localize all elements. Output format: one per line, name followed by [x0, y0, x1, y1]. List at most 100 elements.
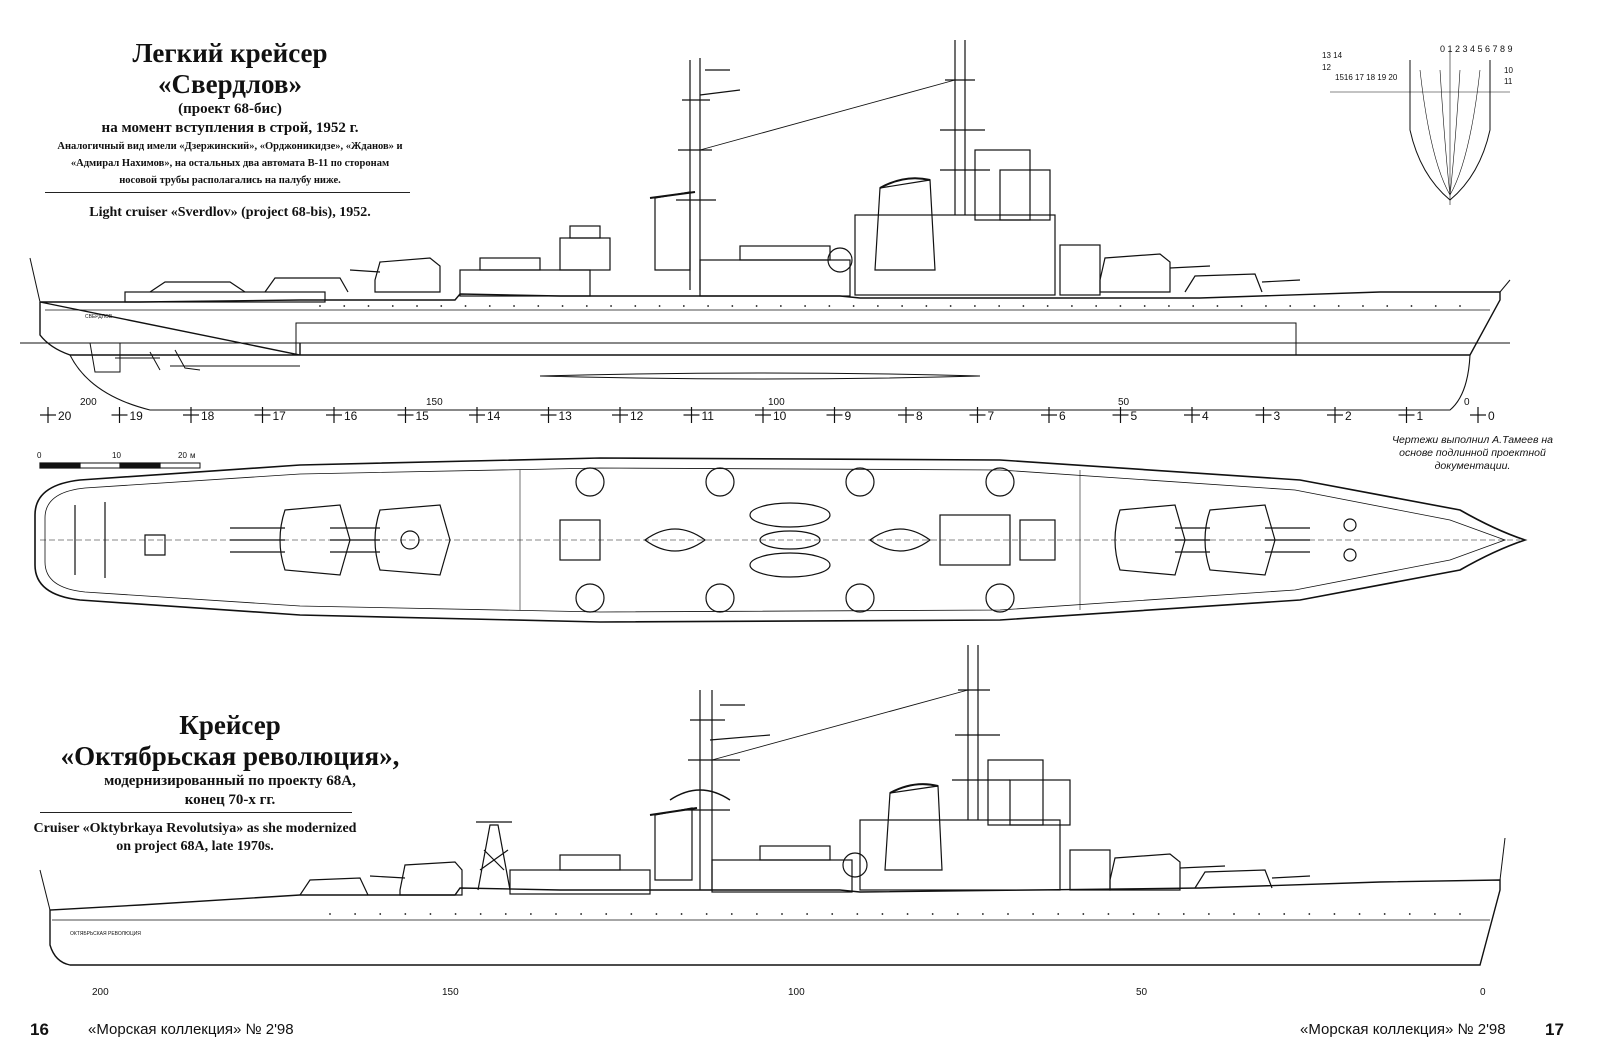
porthole	[634, 305, 637, 307]
sverdlov-hull-name: СВЕРДЛОВ	[85, 314, 113, 320]
porthole	[876, 305, 879, 307]
portholes-row	[319, 305, 1461, 307]
bar-scale-0: 0	[37, 451, 42, 460]
porthole	[755, 305, 758, 307]
bilge-keel	[539, 372, 981, 380]
ship2-title-rule	[40, 812, 352, 813]
ship1-note-line2: «Адмирал Нахимов», на остальных два авто…	[70, 158, 390, 169]
plan-deck-edge	[44, 467, 1507, 613]
oktrev-stern-staff	[39, 869, 51, 911]
porthole	[343, 305, 346, 307]
porthole	[1240, 305, 1243, 307]
porthole	[319, 305, 321, 307]
oktrev-fore-funnel	[884, 785, 943, 871]
porthole	[1057, 913, 1060, 915]
porthole	[440, 305, 443, 307]
rudder	[89, 342, 201, 373]
oktrev-hull	[49, 879, 1501, 966]
hull-scale-top-200: 200	[80, 397, 97, 408]
porthole	[561, 305, 564, 307]
porthole	[1216, 305, 1219, 307]
porthole	[856, 913, 859, 915]
porthole	[1408, 913, 1411, 915]
ship2-title-line2: «Октябрьская революция»,	[60, 741, 400, 771]
porthole	[1095, 305, 1098, 307]
porthole	[906, 913, 909, 915]
porthole	[1207, 913, 1210, 915]
frame-mark-label: 17	[273, 409, 287, 423]
hull-scale-bottom-100: 100	[788, 987, 805, 998]
bow-stem	[1499, 279, 1511, 293]
aft-funnel	[654, 191, 691, 271]
porthole	[429, 913, 432, 915]
frame-mark-label: 8	[916, 409, 923, 423]
boat-3	[759, 530, 821, 550]
ship1-title-line2: «Свердлов»	[158, 69, 302, 99]
porthole	[354, 913, 357, 915]
radar-antenna	[669, 789, 731, 801]
left-running-title: «Морская коллекция» № 2'98	[88, 1021, 294, 1038]
porthole	[828, 305, 831, 307]
porthole	[730, 913, 733, 915]
ship1-english-caption: Light cruiser «Sverdlov» (project 68-bis…	[89, 205, 371, 220]
frame-mark-label: 2	[1345, 409, 1352, 423]
boat-1	[749, 502, 831, 528]
porthole	[1410, 305, 1413, 307]
right-page-number: 17	[1545, 1020, 1564, 1039]
porthole	[1192, 305, 1195, 307]
porthole	[630, 913, 633, 915]
porthole	[1168, 305, 1170, 307]
frame-mark-label: 18	[201, 409, 215, 423]
porthole	[488, 305, 491, 307]
oktrev-foremast	[952, 645, 1010, 820]
porthole	[925, 305, 928, 307]
porthole	[931, 913, 934, 915]
ship1-subtitle-line1: (проект 68-бис)	[178, 101, 282, 117]
porthole	[981, 913, 984, 915]
porthole	[1383, 913, 1386, 915]
porthole	[755, 913, 758, 915]
ship2-subtitle-line1: модернизированный по проекту 68А,	[104, 773, 356, 789]
hull-scale-top-100: 100	[768, 397, 785, 408]
porthole	[580, 913, 583, 915]
porthole	[1459, 913, 1461, 915]
ship1-note-line3: носовой трубы располагались на палубу ни…	[119, 175, 341, 186]
plan-fore-funnel	[868, 528, 932, 552]
ship2-english-line2: on project 68A, late 1970s.	[116, 839, 274, 854]
porthole	[707, 305, 709, 307]
porthole	[1157, 913, 1160, 915]
body-plan-left-top: 13 14	[1322, 51, 1343, 60]
fore-turret-superfiring	[1099, 253, 1171, 293]
porthole	[1337, 305, 1340, 307]
credit-line2: основе подлинной проектной	[1399, 447, 1546, 459]
oktrev-superstructure	[299, 645, 1311, 896]
oktrev-fore-turret-superfiring	[1109, 853, 1181, 891]
porthole	[731, 305, 734, 307]
porthole	[1032, 913, 1035, 915]
hull-scale-top-50: 50	[1118, 397, 1130, 408]
frame-mark-label: 13	[559, 409, 573, 423]
porthole	[1459, 305, 1461, 307]
porthole	[585, 305, 588, 307]
porthole	[1434, 305, 1437, 307]
porthole	[504, 913, 507, 915]
porthole	[329, 913, 331, 915]
porthole	[852, 305, 855, 307]
porthole	[1289, 305, 1292, 307]
frame-mark-label: 14	[487, 409, 501, 423]
porthole	[1313, 305, 1316, 307]
ship2-title-block: Крейсер «Октябрьская революция», модерни…	[40, 710, 420, 810]
porthole	[454, 913, 457, 915]
oktrev-bow-staff	[1499, 837, 1506, 881]
porthole	[379, 913, 382, 915]
porthole	[391, 305, 394, 307]
frame-mark-label: 4	[1202, 409, 1209, 423]
porthole	[705, 913, 708, 915]
porthole	[529, 913, 532, 915]
porthole	[605, 913, 608, 915]
porthole	[1071, 305, 1073, 307]
ship2-english-line1: Cruiser «Oktybrkaya Revolutsiya» as she …	[33, 821, 357, 836]
frame-mark-label: 7	[988, 409, 995, 423]
porthole	[1233, 913, 1235, 915]
